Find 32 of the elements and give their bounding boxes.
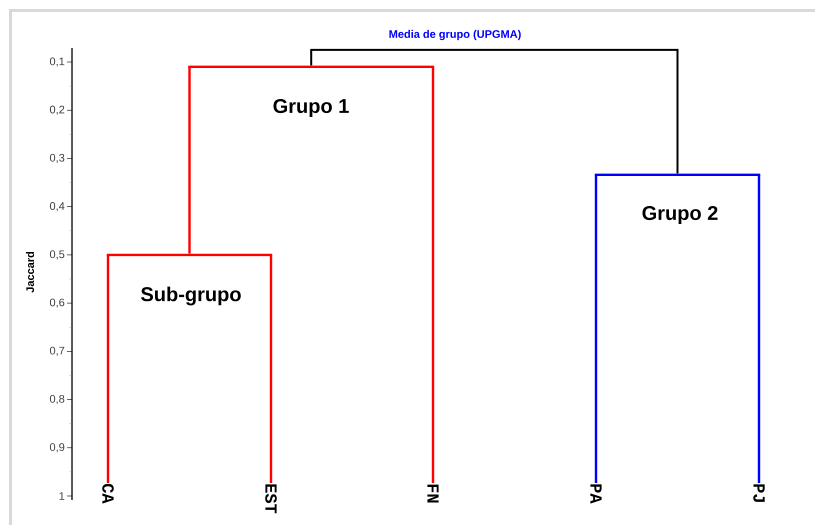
dendrogram-branch xyxy=(676,50,678,174)
dendrogram-branch xyxy=(106,254,110,483)
chart-title: Media de grupo (UPGMA) xyxy=(389,30,521,40)
tick-label: 1 xyxy=(60,492,64,500)
tick-label: 0,7 xyxy=(50,346,64,356)
tick-label: 0,6 xyxy=(50,298,64,308)
tick-label: 0,2 xyxy=(50,106,64,115)
tick-label: 0,4 xyxy=(50,202,64,212)
cluster-bar xyxy=(188,66,434,68)
tick-label: 0,1 xyxy=(50,57,64,67)
cluster-bar xyxy=(310,48,678,51)
dendrogram-branch xyxy=(432,66,434,483)
leaf-label: EST xyxy=(265,484,277,514)
leaf-label: PJ xyxy=(753,484,765,502)
tick-label: 0,5 xyxy=(50,250,64,260)
cluster-label: Grupo 1 xyxy=(273,98,349,118)
axis-title: Jaccard xyxy=(26,252,34,293)
dendrogram-branch xyxy=(594,174,598,483)
dendrogram-branch xyxy=(310,50,312,66)
cluster-bar xyxy=(106,254,272,256)
leaf-label: PA xyxy=(590,484,602,504)
cluster-label: Grupo 2 xyxy=(642,206,718,224)
dendrogram-branch xyxy=(758,174,760,483)
leaf-label: CA xyxy=(102,484,114,504)
leaf-label: FN xyxy=(427,484,439,502)
tick-label: 0,3 xyxy=(50,154,64,163)
cluster-bar xyxy=(594,174,760,176)
tick-label: 0,8 xyxy=(50,394,64,404)
dendrogram-branch xyxy=(188,66,191,254)
dendrogram-branch xyxy=(270,254,272,483)
tick-label: 0,9 xyxy=(50,443,64,452)
cluster-label: Sub-grupo xyxy=(141,286,241,306)
